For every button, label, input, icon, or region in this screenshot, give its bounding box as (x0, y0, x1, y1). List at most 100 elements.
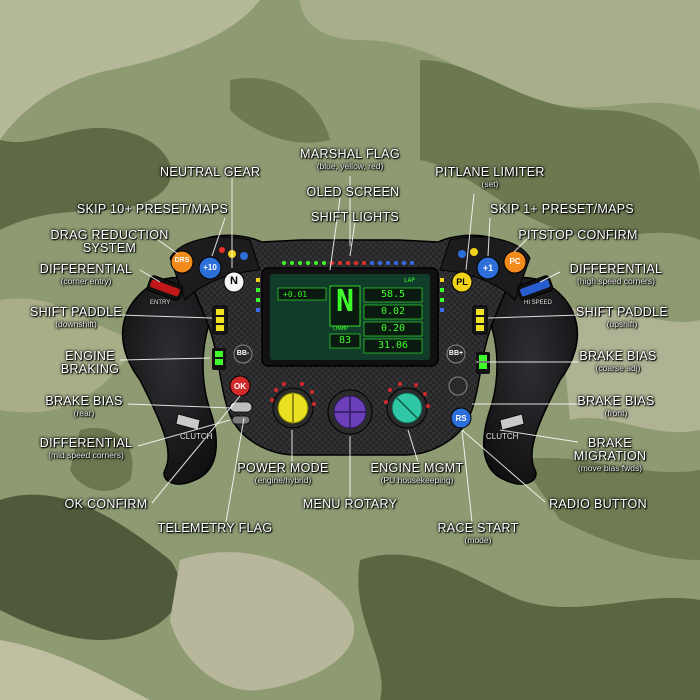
pc-label: PC (509, 257, 521, 266)
marshal-flag-callout: MARSHAL FLAG (blue, yellow, red) (290, 147, 410, 172)
screen-value-2: 0.02 (380, 306, 406, 317)
callout-title: DIFFERENTIAL (569, 262, 663, 276)
screen-delta: +0.01 (283, 290, 308, 299)
menu-rotary (327, 389, 373, 435)
pedal-right-label: HI SPEED (524, 300, 553, 306)
callout-title: SHIFT PADDLE (29, 305, 123, 319)
diff-left-callout: DIFFERENTIAL (corner entry) (36, 262, 136, 287)
rs-label: RS (455, 414, 467, 423)
drs-button (170, 250, 194, 274)
callout-title-2: BRAKING (60, 362, 120, 377)
callout-title: SKIP 10+ PRESET/MAPS (76, 202, 229, 216)
callout-title: MARSHAL FLAG (300, 147, 400, 161)
brake-migration-callout: BRAKE MIGRATION (move bias fwds) (566, 436, 654, 474)
screen-value-5: 31.06 (377, 340, 409, 351)
neutral-gear-callout: NEUTRAL GEAR (160, 165, 261, 179)
screen-gear: N (335, 284, 355, 319)
neutral-button (223, 271, 245, 293)
callout-title: OLED SCREEN (306, 185, 400, 199)
brake-bias-coarse-callout: BRAKE BIAS (coarse adj) (570, 349, 666, 374)
callout-title: ENGINE (65, 349, 115, 363)
race-start-callout: RACE START (mode) (428, 521, 528, 546)
callout-title: SKIP 1+ PRESET/MAPS (489, 202, 635, 216)
callout-sub: (front) (604, 408, 628, 419)
shift-paddle-left-callout: SHIFT PADDLE (downshift) (26, 305, 126, 330)
callout-sub: (upshift) (606, 319, 638, 330)
plus10-button (198, 256, 222, 280)
callout-sub: (mid speed corners) (48, 450, 124, 461)
callout-title: DIFFERENTIAL (39, 436, 133, 450)
callout-sub: (high speed corners) (577, 276, 655, 287)
neutral-label: N (230, 275, 238, 287)
plus1-button (476, 256, 500, 280)
screen-value-4: 83 (338, 335, 352, 346)
bb-minus-label: BB- (236, 350, 250, 357)
plus10-label: +10 (203, 263, 217, 272)
bb-minus-button (233, 344, 253, 364)
ok-label: OK (234, 382, 246, 391)
callout-title: RADIO BUTTON (549, 497, 647, 511)
skip10-callout: SKIP 10+ PRESET/MAPS (55, 202, 250, 216)
callout-title: POWER MODE (237, 461, 329, 475)
leader-lines (119, 176, 581, 523)
engine-braking-callout: ENGINE BRAKING (50, 349, 130, 377)
callout-title: PITSTOP CONFIRM (518, 228, 638, 242)
drag-reduction-callout: DRAG REDUCTION SYSTEM (42, 228, 177, 256)
callout-title: PITLANE LIMITER (435, 165, 545, 179)
shift-lights-callout: SHIFT LIGHTS (300, 210, 410, 224)
diff-mid-callout: DIFFERENTIAL (mid speed corners) (30, 436, 142, 461)
power-mode-rotary (272, 387, 314, 429)
radio-button-callout: RADIO BUTTON (540, 497, 656, 511)
oled-screen-callout: OLED SCREEN (298, 185, 408, 199)
callout-title: ENGINE MGMT (370, 461, 464, 475)
clutch-left-label: CLUTCH (180, 432, 213, 441)
callout-title: BRAKE BIAS (579, 349, 657, 363)
plus1-label: +1 (482, 263, 494, 273)
callout-sub: (PU housekeeping) (380, 475, 454, 486)
screen-value-1: 58.5 (380, 289, 406, 300)
callout-sub: (blue, yellow, red) (316, 161, 384, 172)
shift-lights-row (282, 261, 414, 265)
callout-sub: (coarse adj) (595, 363, 641, 374)
brake-bias-rear-callout: BRAKE BIAS (rear) (36, 394, 132, 419)
brake-bias-front-callout: BRAKE BIAS (front) (566, 394, 666, 419)
callout-title: NEUTRAL GEAR (160, 165, 261, 179)
pl-button (451, 271, 473, 293)
callout-title: SHIFT LIGHTS (310, 210, 400, 224)
engine-mgmt-rotary (386, 387, 428, 429)
pl-label: PL (456, 277, 468, 287)
callout-title: BRAKE BIAS (45, 394, 123, 408)
bb-plus-label: BB+ (448, 350, 464, 357)
bb-plus-button (446, 344, 466, 364)
telemetry-flag-callout: TELEMETRY FLAG (150, 521, 280, 535)
callout-title: DRAG REDUCTION (50, 228, 169, 242)
power-mode-callout: POWER MODE (engine/hybrid) (228, 461, 338, 485)
screen-lap-tag: LAP (404, 277, 415, 284)
callout-title: MENU ROTARY (302, 497, 398, 511)
ok-confirm-callout: OK CONFIRM (56, 497, 156, 511)
callout-title-2: SYSTEM (82, 241, 137, 256)
pitlane-limiter-callout: PITLANE LIMITER (set) (425, 165, 555, 190)
callout-sub: (mode) (464, 535, 492, 546)
callout-sub: (set) (481, 179, 499, 190)
callout-sub: (move bias fwds) (577, 463, 643, 474)
callout-sub: (rear) (73, 408, 95, 419)
menu-rotary-callout: MENU ROTARY (295, 497, 405, 511)
drs-label: DRS (174, 257, 190, 264)
shift-paddle-right-callout: SHIFT PADDLE (upshift) (572, 305, 672, 330)
callout-title: TELEMETRY FLAG (157, 521, 273, 535)
callout-sub: (downshift) (55, 319, 97, 330)
clutch-right-label: CLUTCH (486, 432, 519, 441)
skip1-callout: SKIP 1+ PRESET/MAPS (482, 202, 642, 216)
rs-button (450, 407, 472, 429)
callout-sub: (corner entry) (60, 276, 112, 287)
callout-title: RACE START (437, 521, 519, 535)
diff-right-callout: DIFFERENTIAL (high speed corners) (562, 262, 670, 287)
callout-title: SHIFT PADDLE (575, 305, 669, 319)
screen-sub-tag: CHAMP (333, 326, 349, 332)
pitstop-confirm-callout: PITSTOP CONFIRM (498, 228, 658, 242)
pedal-left-label: ENTRY (150, 300, 171, 306)
